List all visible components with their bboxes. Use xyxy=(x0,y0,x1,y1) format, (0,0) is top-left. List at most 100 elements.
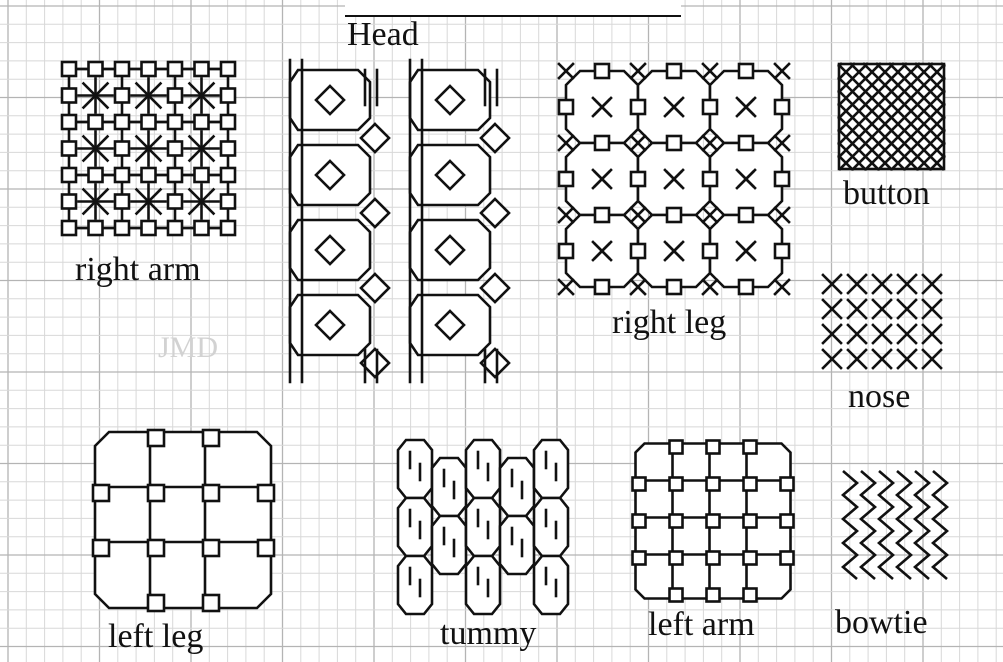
stitch-square xyxy=(707,552,720,565)
stitch-square xyxy=(93,540,109,556)
stitch-square xyxy=(195,168,209,182)
stitch-square xyxy=(195,62,209,76)
stitch-hexagon xyxy=(534,556,568,614)
stitch-square xyxy=(115,89,129,103)
top-title-bar xyxy=(345,0,681,17)
stitch-hexagon xyxy=(398,556,432,614)
stitch-square xyxy=(781,552,794,565)
stitch-square xyxy=(168,168,182,182)
stitch-square xyxy=(595,280,609,294)
stitch-hexagon xyxy=(432,458,466,516)
stitch-hexagon xyxy=(534,498,568,556)
stitch-square xyxy=(62,89,76,103)
stitch-square xyxy=(739,208,753,222)
stitch-square xyxy=(93,485,109,501)
stitch-square xyxy=(195,115,209,129)
right-leg-label: right leg xyxy=(612,306,726,340)
jmd-watermark: JMD xyxy=(158,333,218,363)
stitch-square xyxy=(115,195,129,209)
stitch-diamond xyxy=(481,124,509,152)
stitch-diagonal xyxy=(839,64,841,66)
stitch-square xyxy=(115,62,129,76)
stitch-square xyxy=(667,208,681,222)
stitch-square xyxy=(670,589,683,602)
stitch-square xyxy=(203,485,219,501)
stitch-square xyxy=(89,62,103,76)
stitch-square xyxy=(168,142,182,156)
stitch-square xyxy=(739,136,753,150)
stitch-square xyxy=(168,195,182,209)
button-blackwork-pattern xyxy=(835,60,950,175)
stitch-zigzag xyxy=(861,471,875,579)
stitch-square xyxy=(707,589,720,602)
stitch-square xyxy=(595,136,609,150)
stitch-square xyxy=(115,168,129,182)
stitch-square xyxy=(739,64,753,78)
stitch-square xyxy=(142,115,156,129)
stitch-square xyxy=(258,485,274,501)
stitch-zigzag xyxy=(879,471,893,579)
stitch-square xyxy=(89,115,103,129)
left-arm-blackwork-pattern xyxy=(622,430,790,595)
stitch-square xyxy=(670,441,683,454)
stitch-square xyxy=(62,195,76,209)
stitch-square xyxy=(744,441,757,454)
stitch-hexagon xyxy=(534,440,568,498)
stitch-square xyxy=(739,280,753,294)
head-label: Head xyxy=(347,18,419,52)
stitch-square xyxy=(744,552,757,565)
stitch-square xyxy=(221,142,235,156)
stitch-square xyxy=(62,142,76,156)
stitch-square xyxy=(775,100,789,114)
stitch-square xyxy=(258,540,274,556)
nose-blackwork-pattern xyxy=(820,272,950,377)
stitch-diagonal xyxy=(942,64,944,66)
stitch-square xyxy=(203,540,219,556)
stitch-hexagon xyxy=(398,498,432,556)
stitch-square xyxy=(221,168,235,182)
stitch-zigzag xyxy=(915,471,929,579)
stitch-square xyxy=(631,244,645,258)
stitch-hexagon xyxy=(432,516,466,574)
stitch-square xyxy=(221,115,235,129)
left-arm-label: left arm xyxy=(648,608,755,642)
stitch-square xyxy=(707,478,720,491)
stitch-square xyxy=(631,172,645,186)
stitch-hexagon xyxy=(466,440,500,498)
stitch-zigzag xyxy=(843,471,857,579)
stitch-square xyxy=(142,221,156,235)
stitch-square xyxy=(633,478,646,491)
stitch-square xyxy=(559,172,573,186)
stitch-square xyxy=(168,62,182,76)
stitch-square xyxy=(744,478,757,491)
stitch-square xyxy=(115,221,129,235)
stitch-square xyxy=(148,485,164,501)
stitch-square xyxy=(775,244,789,258)
stitch-hexagon xyxy=(500,458,534,516)
stitch-square xyxy=(62,221,76,235)
stitch-square xyxy=(168,115,182,129)
stitch-square xyxy=(168,221,182,235)
right-arm-blackwork-pattern xyxy=(55,55,250,245)
stitch-square xyxy=(633,515,646,528)
stitch-square xyxy=(168,89,182,103)
stitch-square xyxy=(633,552,646,565)
stitch-diamond xyxy=(361,124,389,152)
stitch-square xyxy=(89,221,103,235)
stitch-square xyxy=(744,515,757,528)
head-blackwork-pattern xyxy=(285,60,510,385)
stitch-square xyxy=(595,64,609,78)
stitch-square xyxy=(148,540,164,556)
stitch-square xyxy=(631,100,645,114)
nose-label: nose xyxy=(848,380,910,414)
stitch-square xyxy=(707,441,720,454)
bowtie-blackwork-pattern xyxy=(835,465,960,590)
stitch-square xyxy=(221,221,235,235)
right-leg-blackwork-pattern xyxy=(550,55,795,300)
bowtie-label: bowtie xyxy=(835,606,928,640)
stitch-square xyxy=(703,100,717,114)
button-label: button xyxy=(843,177,930,211)
right-arm-label: right arm xyxy=(75,253,201,287)
stitch-square xyxy=(781,478,794,491)
stitch-square xyxy=(148,595,164,611)
